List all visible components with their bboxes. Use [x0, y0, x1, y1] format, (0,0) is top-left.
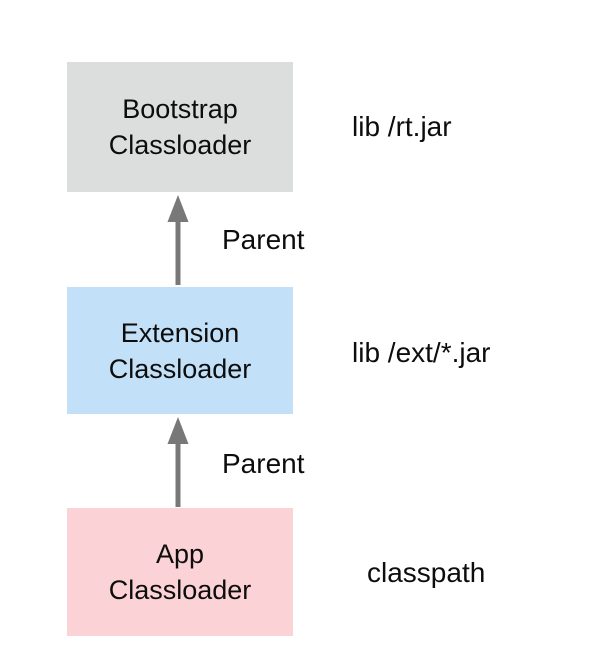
node-app-classloader-label: App Classloader: [108, 539, 252, 605]
edge-label-parent-top: Parent: [222, 224, 305, 255]
annotation-lib-ext-jar: lib /ext/*.jar: [352, 337, 491, 368]
edge-label-parent-bottom: Parent: [222, 448, 305, 479]
arrow-up-icon: [167, 195, 189, 285]
annotation-lib-rt-jar: lib /rt.jar: [352, 111, 452, 142]
node-extension-classloader: Extension Classloader: [67, 287, 293, 414]
node-bootstrap-classloader: Bootstrap Classloader: [67, 62, 293, 192]
node-extension-classloader-label: Extension Classloader: [108, 317, 252, 384]
node-app-classloader: App Classloader: [67, 508, 293, 636]
node-bootstrap-classloader-label: Bootstrap Classloader: [108, 94, 252, 160]
annotation-classpath: classpath: [367, 557, 486, 588]
arrow-up-icon: [167, 417, 189, 507]
